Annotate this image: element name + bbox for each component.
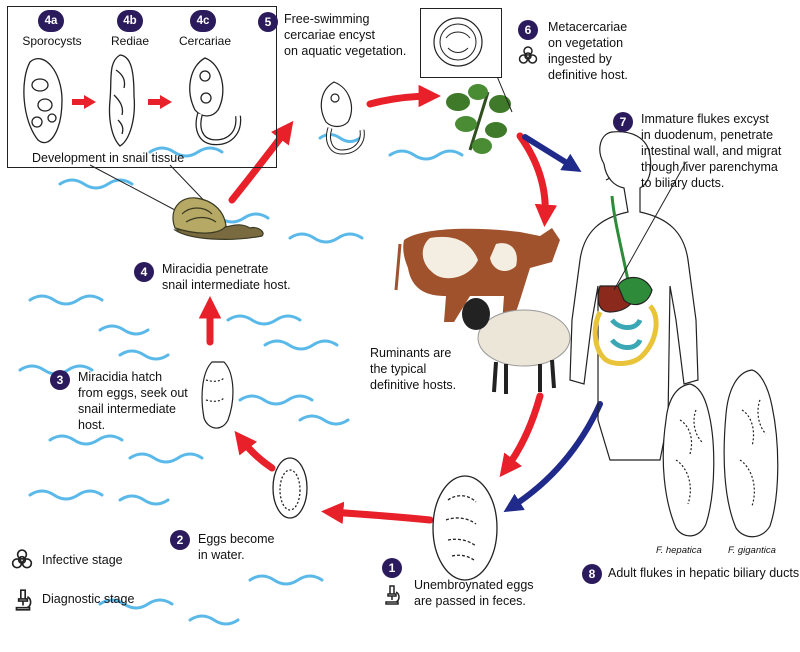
step-4a-badge: 4a bbox=[38, 10, 64, 32]
step-7-line2: in duodenum, penetrate bbox=[641, 128, 774, 142]
fasciola-gigantica-drawing bbox=[723, 369, 779, 538]
sheep-drawing bbox=[462, 298, 571, 394]
legend-diagnostic-label: Diagnostic stage bbox=[42, 592, 135, 606]
step-7-line3: intestinal wall, and migrat bbox=[641, 144, 782, 158]
cow-drawing bbox=[394, 228, 560, 324]
step-6-line1: Metacercariae bbox=[548, 20, 628, 34]
free-cercaria-drawing bbox=[320, 81, 365, 155]
step-2-line1: Eggs become bbox=[198, 532, 275, 546]
ruminants-line3: definitive hosts. bbox=[370, 378, 457, 392]
miracidium-drawing bbox=[201, 361, 234, 429]
step-6-line3: ingested by bbox=[548, 52, 612, 66]
step-2-badge: 2 bbox=[170, 530, 190, 550]
legend-infective-label: Infective stage bbox=[42, 553, 123, 567]
inset-caption: Development in snail tissue bbox=[32, 151, 185, 165]
snail-development-inset bbox=[7, 6, 277, 168]
step-2-line2: in water. bbox=[198, 548, 245, 562]
snail-drawing bbox=[172, 197, 264, 240]
unembryonated-egg-drawing bbox=[432, 475, 498, 581]
step-7-line5: to biliary ducts. bbox=[641, 176, 725, 190]
step-5-line3: on aquatic vegetation. bbox=[284, 44, 407, 58]
cercariae-label: Cercariae bbox=[178, 34, 232, 48]
f-gigantica-label: F. gigantica bbox=[728, 545, 776, 556]
rediae-label: Rediae bbox=[110, 34, 150, 48]
legend-microscope-icon bbox=[15, 589, 32, 611]
step-8-badge: 8 bbox=[582, 564, 602, 584]
step-4-line2: snail intermediate host. bbox=[162, 278, 291, 292]
step-4-badge: 4 bbox=[134, 262, 154, 282]
cercaria-drawing bbox=[189, 57, 242, 146]
step-3-line4: host. bbox=[78, 418, 106, 432]
blue-human-arrows bbox=[503, 134, 603, 513]
step-1-line2: are passed in feces. bbox=[414, 594, 526, 608]
step-3-line3: snail intermediate bbox=[78, 402, 176, 416]
sporocysts-label: Sporocysts bbox=[22, 34, 82, 48]
metacercaria-inset-art bbox=[433, 17, 483, 67]
aquatic-vegetation-drawing bbox=[446, 84, 511, 154]
step-4b-badge: 4b bbox=[117, 10, 143, 32]
step-1-line1: Unembroynated eggs bbox=[414, 578, 534, 592]
step-7-line4: though liver parenchyma bbox=[641, 160, 778, 174]
human-figure-drawing bbox=[569, 131, 699, 461]
step-4c-badge: 4c bbox=[190, 10, 216, 32]
step-6-badge: 6 bbox=[518, 20, 538, 40]
step-3-line1: Miracidia hatch bbox=[78, 370, 163, 384]
ruminants-line1: Ruminants are bbox=[370, 346, 452, 360]
step-7-badge: 7 bbox=[613, 112, 633, 132]
step-6-line4: definitive host. bbox=[548, 68, 628, 82]
legend-biohazard-icon bbox=[11, 549, 33, 569]
step-6-line2: on vegetation bbox=[548, 36, 624, 50]
step-3-badge: 3 bbox=[50, 370, 70, 390]
water-waves bbox=[18, 133, 464, 626]
step-4-line1: Miracidia penetrate bbox=[162, 262, 269, 276]
step-1-badge: 1 bbox=[382, 558, 402, 578]
microscope-icon bbox=[385, 585, 400, 605]
f-hepatica-label: F. hepatica bbox=[656, 545, 702, 556]
red-cycle-arrows bbox=[198, 84, 558, 525]
sporocyst-drawing bbox=[23, 58, 63, 144]
step-5-line1: Free-swimming bbox=[284, 12, 370, 26]
step-8-line1: Adult flukes in hepatic biliary ducts bbox=[608, 566, 800, 580]
ruminants-line2: the typical bbox=[370, 362, 427, 376]
step-5-badge: 5 bbox=[258, 12, 278, 32]
redia-drawing bbox=[108, 54, 136, 147]
step-7-line1: Immature flukes excyst bbox=[641, 112, 769, 126]
biohazard-icon bbox=[518, 46, 538, 64]
step-5-line2: cercariae encyst bbox=[284, 28, 376, 42]
step-3-line2: from eggs, seek out bbox=[78, 386, 188, 400]
fasciola-hepatica-drawing bbox=[662, 383, 715, 537]
embryonated-egg-drawing bbox=[272, 457, 308, 519]
